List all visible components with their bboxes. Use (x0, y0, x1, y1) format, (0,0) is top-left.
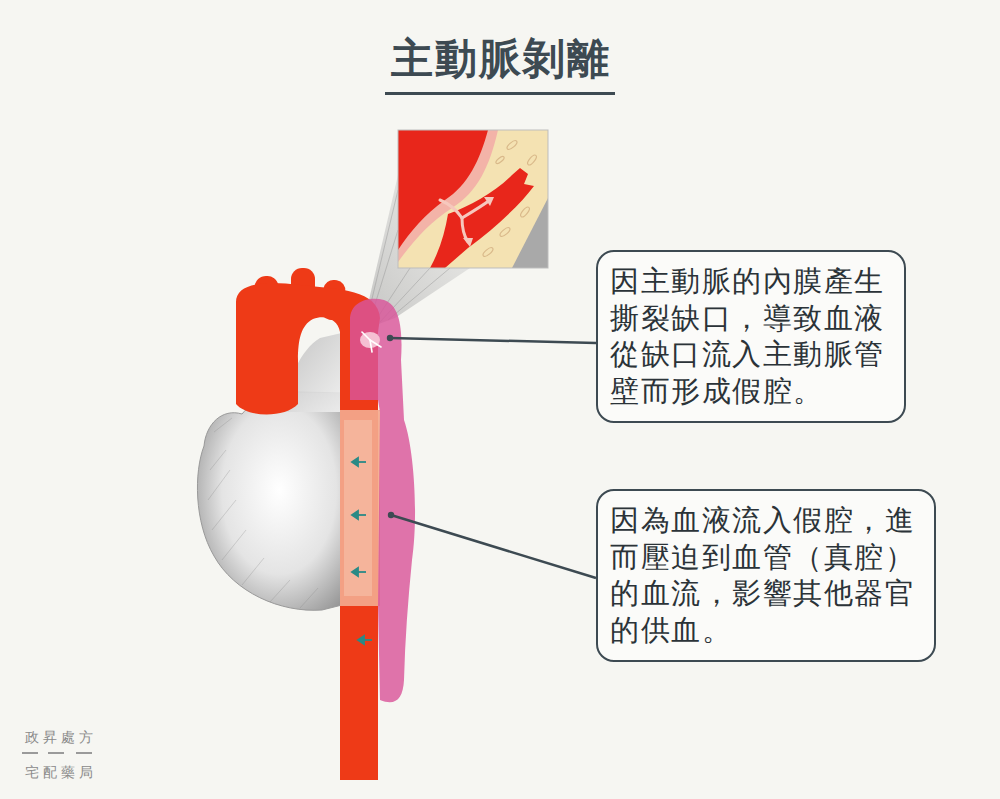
hatch-line (388, 268, 450, 320)
hatch-line (300, 588, 318, 608)
tear-arrows (362, 332, 381, 352)
heart-shading (208, 418, 318, 608)
hatch-line (212, 500, 236, 530)
leader-dot (387, 335, 393, 341)
arrow-head (352, 511, 358, 519)
flow-arrow (440, 200, 490, 242)
callout-text: 因主動脈的內膜產生 撕裂缺口，導致血液 從缺口流入主動脈管 壁而形成假腔。 (610, 263, 888, 409)
watermark-text: 宅配藥局 (25, 763, 97, 781)
arrow-shaft (462, 200, 490, 218)
wall-speck (499, 226, 511, 238)
false-lumen-blood (430, 168, 534, 268)
callout-text: 因為血液流入假腔，進 而壓迫到血管（真腔） 的血流，影響其他器官 的供血。 (610, 502, 918, 648)
arrow-shaft (362, 332, 370, 340)
leader-line (391, 515, 596, 578)
callout-box: 因為血液流入假腔，進 而壓迫到血管（真腔） 的血流，影響其他器官 的供血。 (596, 489, 936, 662)
compressed-true-lumen (340, 410, 380, 606)
wall-speck (482, 246, 494, 258)
arrow-shaft (370, 340, 372, 352)
hatch-line (208, 470, 230, 500)
arrow-shaft (440, 200, 462, 218)
callout-box: 因主動脈的內膜產生 撕裂缺口，導致血液 從缺口流入主動脈管 壁而形成假腔。 (596, 250, 906, 423)
outer-tissue (512, 198, 548, 268)
vessel-wall (398, 130, 548, 268)
arrow-head (358, 636, 364, 644)
hatch-line (242, 558, 264, 585)
wall-speck (526, 154, 538, 166)
leader-dot (388, 512, 394, 518)
hatch-line (222, 530, 246, 560)
wall-speck (506, 139, 518, 151)
leader-line (390, 338, 596, 343)
dash (48, 752, 64, 754)
compressed-true-lumen (344, 420, 372, 596)
wall-speck (519, 206, 531, 218)
arrow-head (463, 238, 473, 247)
watermark-dashes (22, 752, 92, 754)
dash (76, 752, 92, 754)
title-wrap: 主動脈剝離 (0, 34, 1000, 95)
diagram-title: 主動脈剝離 (385, 34, 615, 95)
heart (197, 392, 346, 611)
dash (22, 752, 38, 754)
watermark-text: 政昇處方 (25, 728, 97, 746)
compression-arrows (352, 458, 372, 644)
false-lumen (350, 299, 415, 702)
wall-speck (495, 155, 505, 164)
hatch-line (210, 450, 226, 470)
hatch-line (214, 418, 232, 432)
inset-frame (398, 130, 548, 268)
arrow-head (352, 568, 358, 576)
hatch-line (270, 580, 290, 602)
arrow-head (484, 197, 494, 206)
inset-zoom (398, 130, 548, 268)
arrow-head (352, 458, 358, 466)
